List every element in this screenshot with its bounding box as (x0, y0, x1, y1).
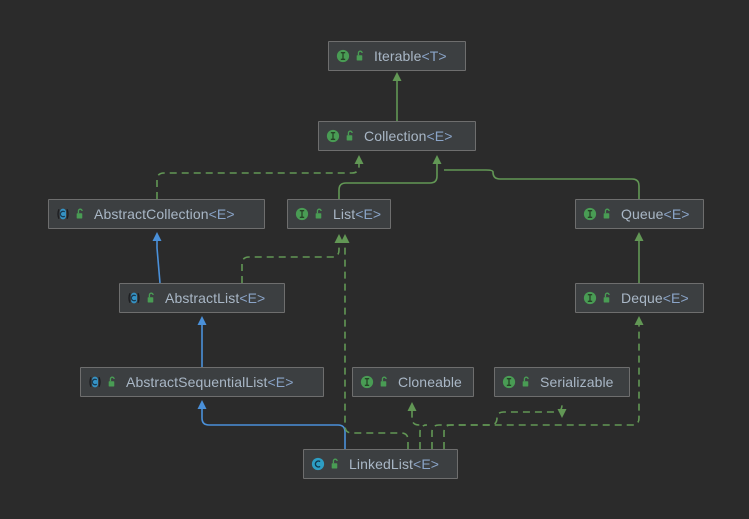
node-icons-serializable (502, 375, 533, 389)
public-unlocked-icon (108, 376, 115, 387)
public-unlocked-icon (356, 50, 363, 61)
class-node-label-collection: Collection<E> (364, 129, 452, 143)
edge-linkedlist-serializable (431, 404, 567, 449)
edge-abstractlist-abstractcollection (152, 232, 162, 284)
edge-abstractcollection-collection (156, 155, 364, 199)
class-node-label-queue: Queue<E> (621, 207, 690, 221)
class-node-iterable[interactable]: Iterable<T> (328, 41, 466, 71)
abstract-class-icon (128, 292, 140, 304)
class-node-label-serializable: Serializable (540, 375, 614, 389)
class-node-serializable[interactable]: Serializable (494, 367, 630, 397)
class-name-text: Queue (621, 206, 664, 222)
interface-icon (295, 207, 309, 221)
public-unlocked-icon (331, 458, 338, 469)
class-node-cloneable[interactable]: Cloneable (352, 367, 474, 397)
node-icons-deque (583, 291, 614, 305)
public-unlocked-icon (76, 208, 83, 219)
class-node-collection[interactable]: Collection<E> (318, 121, 476, 151)
class-node-abstractlist[interactable]: AbstractList<E> (119, 283, 285, 313)
edge-abstractlist-list (241, 234, 344, 283)
public-unlocked-icon (346, 130, 353, 141)
class-node-label-abstractsequentiallist: AbstractSequentialList<E> (126, 375, 294, 389)
edge-linkedlist-asl (197, 400, 346, 449)
generic-param-text: <E> (355, 206, 382, 222)
class-node-label-abstractcollection: AbstractCollection<E> (94, 207, 235, 221)
class-name-text: Cloneable (398, 374, 462, 390)
class-name-text: List (333, 206, 356, 222)
node-icons-collection (326, 129, 357, 143)
generic-param-text: <E> (662, 290, 689, 306)
generic-param-text: <E> (267, 374, 294, 390)
class-name-text: AbstractList (165, 290, 240, 306)
edge-queue-collection-visible (444, 169, 640, 199)
interface-icon (502, 375, 516, 389)
interface-icon (583, 291, 597, 305)
node-icons-abstractsequentiallist (88, 375, 119, 389)
public-unlocked-icon (380, 376, 387, 387)
interface-icon (360, 375, 374, 389)
generic-param-text: <E> (208, 206, 235, 222)
class-name-text: AbstractCollection (94, 206, 209, 222)
class-node-label-deque: Deque<E> (621, 291, 689, 305)
class-node-label-list: List<E> (333, 207, 381, 221)
class-name-text: LinkedList (349, 456, 414, 472)
class-node-abstractsequentiallist[interactable]: AbstractSequentialList<E> (80, 367, 324, 397)
abstract-class-icon (57, 208, 69, 220)
interface-icon (336, 49, 350, 63)
class-icon (311, 457, 325, 471)
node-icons-abstractlist (127, 291, 158, 305)
class-node-queue[interactable]: Queue<E> (575, 199, 704, 229)
public-unlocked-icon (603, 208, 610, 219)
class-name-text: Deque (621, 290, 663, 306)
abstract-class-icon (89, 376, 101, 388)
generic-param-text: <E> (426, 128, 453, 144)
interface-icon (326, 129, 340, 143)
class-name-text: Serializable (540, 374, 614, 390)
node-icons-list (295, 207, 326, 221)
generic-param-text: <E> (239, 290, 266, 306)
interface-icon (583, 207, 597, 221)
class-node-linkedlist[interactable]: LinkedList<E> (303, 449, 458, 479)
edge-linkedlist-cloneable (407, 402, 428, 449)
public-unlocked-icon (522, 376, 529, 387)
class-node-list[interactable]: List<E> (287, 199, 391, 229)
edge-list-collection (338, 155, 442, 199)
class-node-abstractcollection[interactable]: AbstractCollection<E> (48, 199, 265, 229)
class-node-label-linkedlist: LinkedList<E> (349, 457, 439, 471)
node-icons-linkedlist (311, 457, 342, 471)
class-node-label-cloneable: Cloneable (398, 375, 462, 389)
edge-linkedlist-deque (443, 316, 644, 449)
class-name-text: AbstractSequentialList (126, 374, 268, 390)
class-node-deque[interactable]: Deque<E> (575, 283, 704, 313)
node-icons-cloneable (360, 375, 391, 389)
public-unlocked-icon (603, 292, 610, 303)
class-name-text: Iterable (374, 48, 422, 64)
class-node-label-iterable: Iterable<T> (374, 49, 447, 63)
generic-param-text: <E> (413, 456, 440, 472)
node-icons-queue (583, 207, 614, 221)
generic-param-text: <T> (421, 48, 447, 64)
public-unlocked-icon (315, 208, 322, 219)
node-icons-abstractcollection (56, 207, 87, 221)
generic-param-text: <E> (663, 206, 690, 222)
class-name-text: Collection (364, 128, 427, 144)
class-node-label-abstractlist: AbstractList<E> (165, 291, 265, 305)
edge-linkedlist-list (340, 234, 409, 449)
node-icons-iterable (336, 49, 367, 63)
public-unlocked-icon (147, 292, 154, 303)
